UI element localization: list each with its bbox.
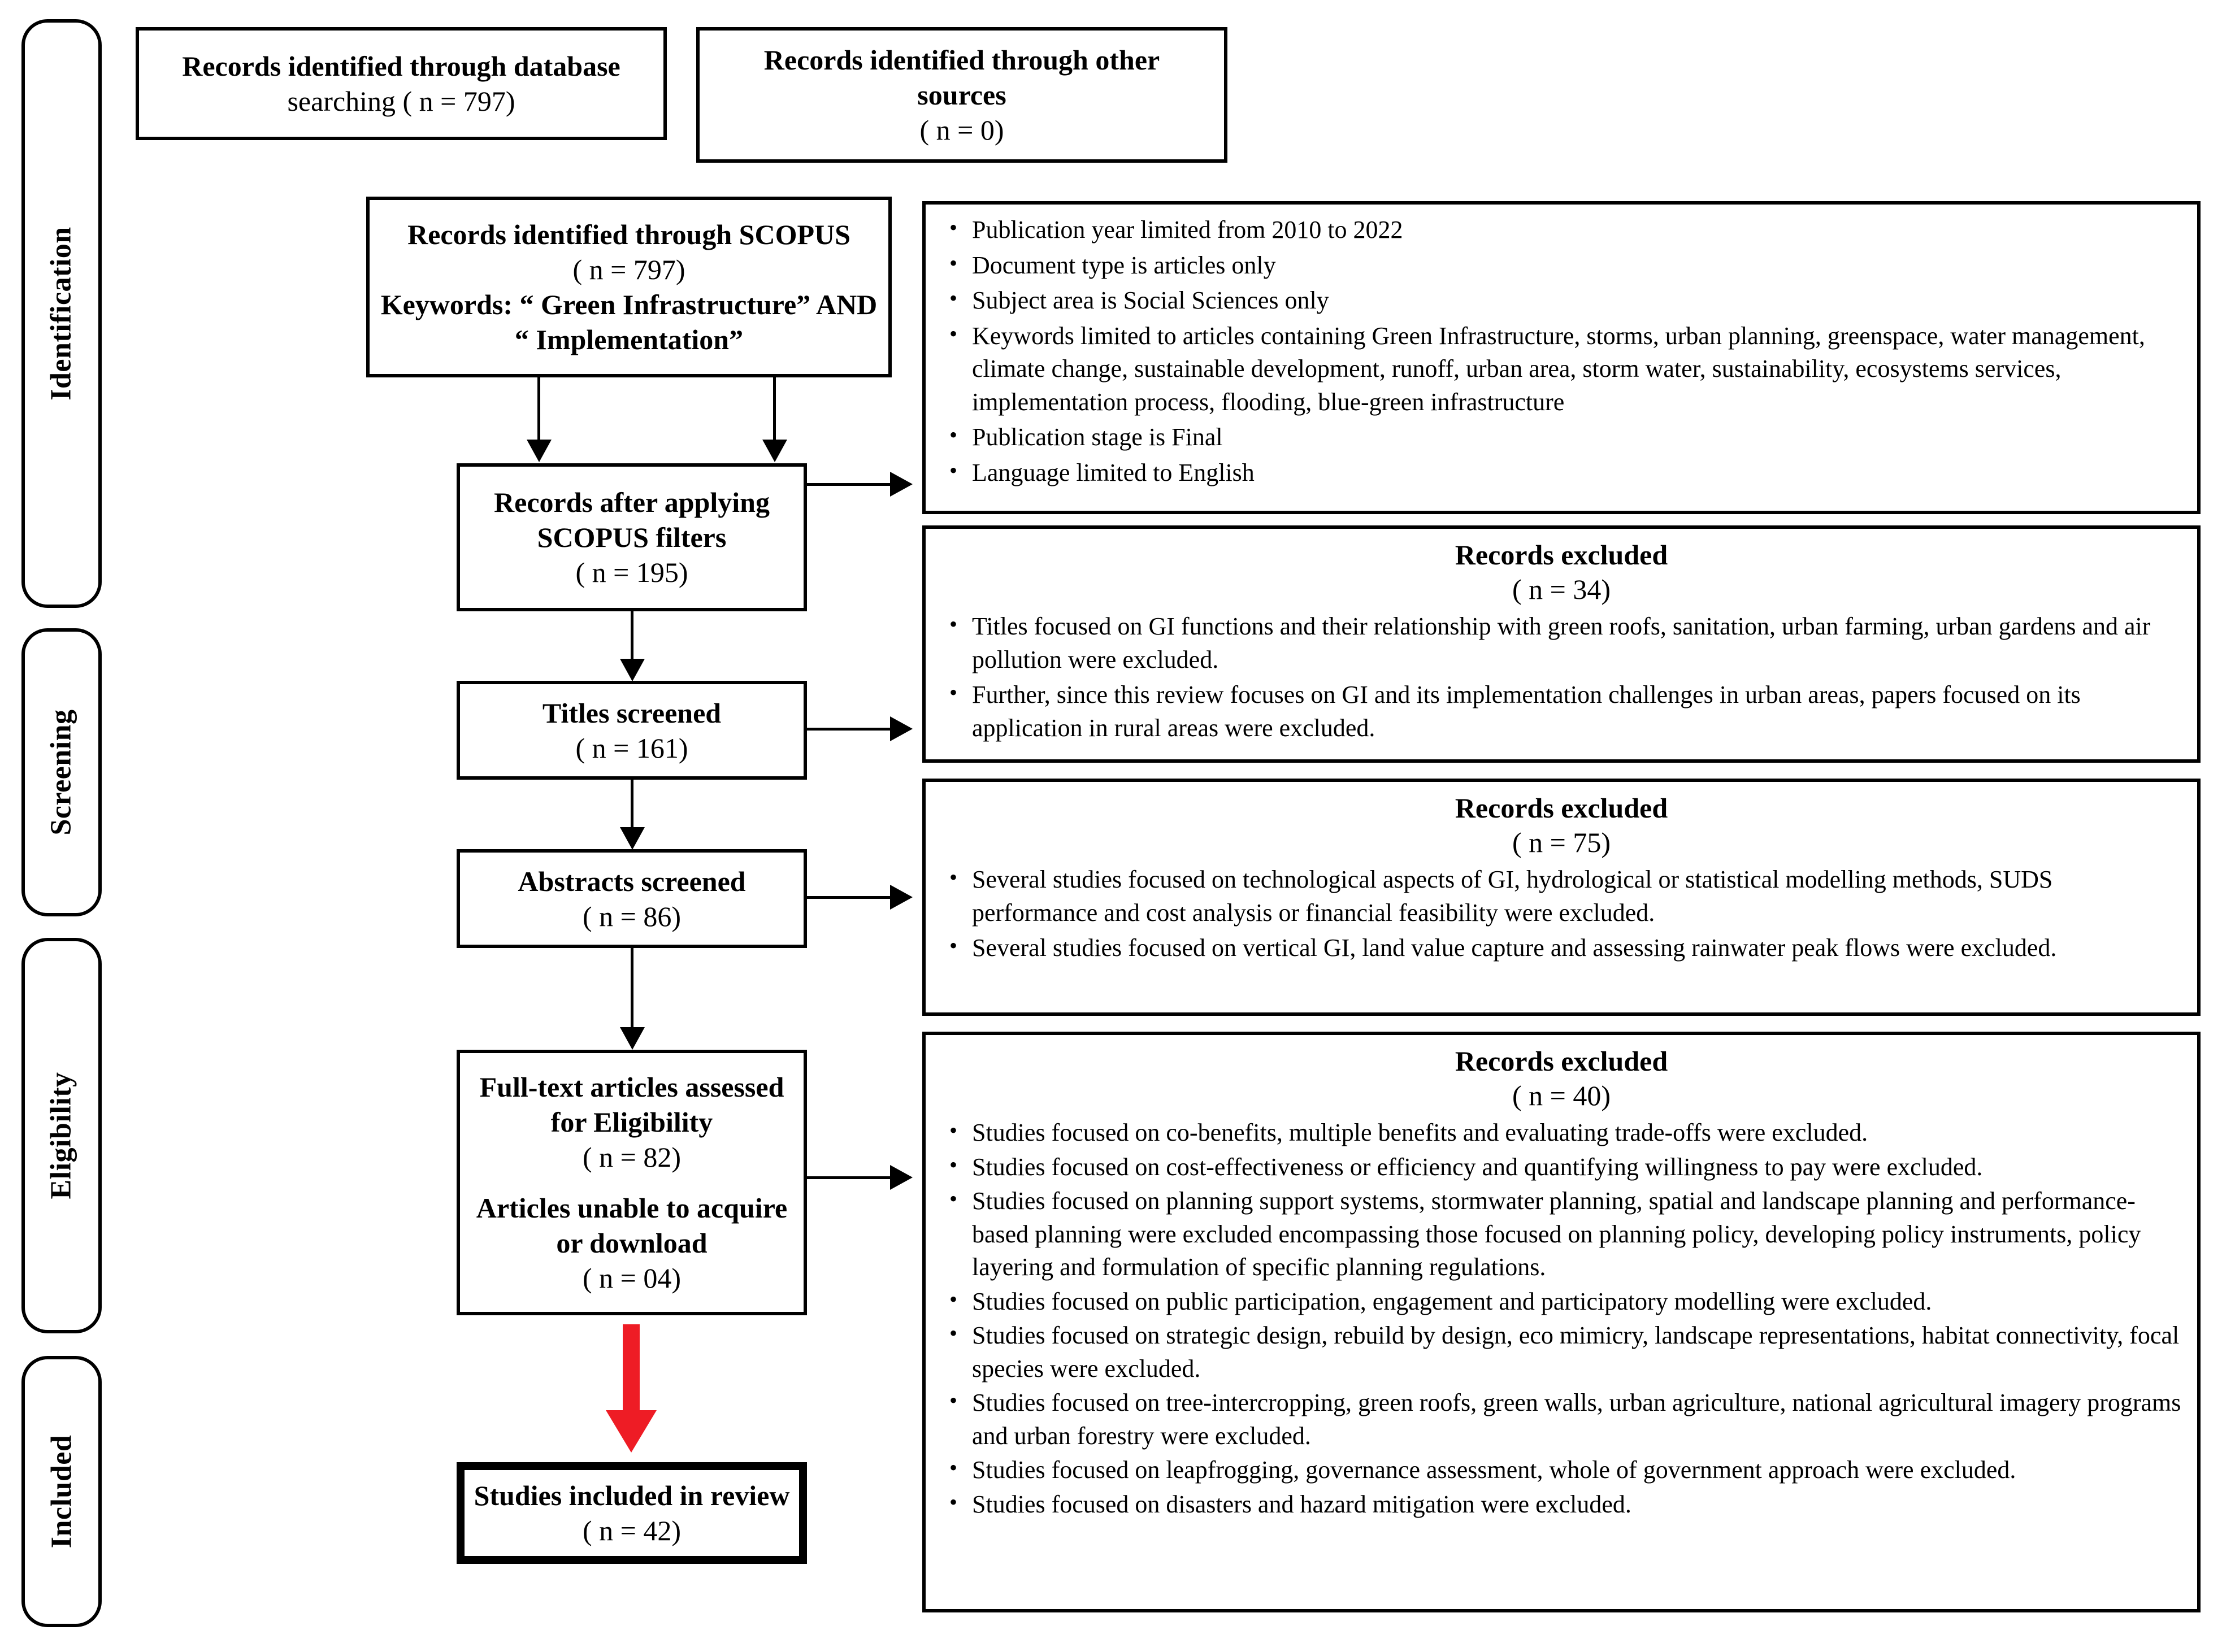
panel-records-excluded-40: Records excluded ( n = 40) Studies focus… bbox=[922, 1032, 2201, 1612]
arrow-to-excluded-40 bbox=[890, 1165, 913, 1190]
box-database-search-line-2: searching ( n = 797) bbox=[287, 85, 515, 117]
box-fulltext-line-6: ( n = 04) bbox=[583, 1262, 681, 1294]
box-other-sources: Records identified through other sources… bbox=[696, 27, 1227, 163]
list-item: Studies focused on cost-effectiveness or… bbox=[949, 1150, 2182, 1184]
list-item: Publication year limited from 2010 to 20… bbox=[949, 212, 2182, 247]
box-scopus-line-4: “ Implementation” bbox=[514, 324, 744, 355]
red-arrow-head bbox=[606, 1410, 657, 1453]
box-database-search: Records identified through database sear… bbox=[136, 27, 667, 140]
list-item: Keywords limited to articles containing … bbox=[949, 319, 2182, 419]
list-item: Studies focused on planning support syst… bbox=[949, 1184, 2182, 1284]
arrow-to-filters-panel bbox=[890, 472, 913, 497]
arrow-to-excluded-75 bbox=[890, 885, 913, 910]
phase-label-screening: Screening bbox=[45, 709, 77, 836]
box-fulltext-line-5: or download bbox=[556, 1227, 708, 1259]
arrow-to-fulltext bbox=[620, 1027, 645, 1050]
box-studies-included: Studies included in review ( n = 42) bbox=[457, 1462, 807, 1564]
connector-filters-arrow-stem bbox=[807, 483, 893, 486]
box-included-line-2: ( n = 42) bbox=[583, 1515, 681, 1546]
box-database-search-line-1: Records identified through database bbox=[182, 50, 620, 82]
list-item: Studies focused on leapfrogging, governa… bbox=[949, 1453, 2182, 1487]
connector-titles-excluded-stem bbox=[807, 728, 893, 731]
panel-excluded-40-title: Records excluded bbox=[1455, 1045, 1668, 1077]
box-after-filters: Records after applying SCOPUS filters ( … bbox=[457, 463, 807, 611]
box-other-sources-line-1: Records identified through other bbox=[763, 44, 1160, 76]
connector-scopus-left-stem bbox=[537, 377, 540, 446]
box-scopus-search: Records identified through SCOPUS ( n = … bbox=[366, 197, 892, 377]
list-item: Further, since this review focuses on GI… bbox=[949, 677, 2182, 745]
phase-label-identification: Identification bbox=[45, 227, 78, 401]
panel-excluded-40-list: Studies focused on co-benefits, multiple… bbox=[940, 1115, 2182, 1521]
connector-filters-to-titles bbox=[631, 611, 633, 667]
box-titles-screened-line-1: Titles screened bbox=[542, 697, 722, 729]
box-included-line-1: Studies included in review bbox=[474, 1480, 790, 1511]
box-other-sources-line-3: ( n = 0) bbox=[919, 114, 1004, 146]
panel-excluded-75-list: Several studies focused on technological… bbox=[940, 862, 2182, 965]
panel-excluded-34-count: ( n = 34) bbox=[1512, 573, 1611, 605]
phase-bracket-eligibility: Eligibility bbox=[21, 938, 102, 1333]
panel-excluded-75-count: ( n = 75) bbox=[1512, 827, 1611, 858]
box-scopus-line-2: ( n = 797) bbox=[572, 254, 685, 285]
list-item: Subject area is Social Sciences only bbox=[949, 283, 2182, 318]
phase-label-included: Included bbox=[45, 1434, 77, 1549]
box-titles-screened-line-2: ( n = 161) bbox=[575, 732, 688, 764]
arrow-scopus-left bbox=[527, 440, 552, 462]
box-fulltext-assessed: Full-text articles assessed for Eligibil… bbox=[457, 1050, 807, 1315]
list-item: Studies focused on disasters and hazard … bbox=[949, 1487, 2182, 1521]
box-abstracts-screened-line-1: Abstracts screened bbox=[518, 865, 746, 897]
panel-records-excluded-34: Records excluded ( n = 34) Titles focuse… bbox=[922, 525, 2201, 763]
panel-scopus-filters-list: Publication year limited from 2010 to 20… bbox=[940, 212, 2182, 490]
box-fulltext-line-2: for Eligibility bbox=[550, 1106, 713, 1138]
box-titles-screened: Titles screened ( n = 161) bbox=[457, 681, 807, 780]
box-fulltext-line-4: Articles unable to acquire bbox=[476, 1192, 788, 1224]
phase-bracket-identification: Identification bbox=[21, 19, 102, 608]
panel-excluded-34-title: Records excluded bbox=[1455, 539, 1668, 571]
connector-abstracts-to-fulltext bbox=[631, 948, 633, 1033]
panel-excluded-40-count: ( n = 40) bbox=[1512, 1080, 1611, 1111]
box-abstracts-screened: Abstracts screened ( n = 86) bbox=[457, 849, 807, 948]
list-item: Studies focused on strategic design, reb… bbox=[949, 1318, 2182, 1385]
list-item: Studies focused on tree-intercropping, g… bbox=[949, 1385, 2182, 1453]
red-arrow-stem bbox=[623, 1324, 640, 1415]
panel-scopus-filters: Publication year limited from 2010 to 20… bbox=[922, 201, 2201, 514]
phase-bracket-screening: Screening bbox=[21, 628, 102, 916]
box-other-sources-line-2: sources bbox=[917, 79, 1006, 111]
arrow-to-excluded-34 bbox=[890, 716, 913, 741]
box-after-filters-line-1: Records after applying bbox=[494, 486, 770, 518]
box-abstracts-screened-line-2: ( n = 86) bbox=[583, 900, 681, 932]
panel-excluded-75-title: Records excluded bbox=[1455, 792, 1668, 824]
box-scopus-line-3: Keywords: “ Green Infrastructure” AND bbox=[380, 289, 878, 320]
list-item: Document type is articles only bbox=[949, 248, 2182, 282]
box-fulltext-line-1: Full-text articles assessed bbox=[479, 1071, 784, 1103]
panel-excluded-34-list: Titles focused on GI functions and their… bbox=[940, 609, 2182, 745]
arrow-to-titles-screened bbox=[620, 659, 645, 681]
connector-scopus-right-stem bbox=[773, 377, 776, 446]
phase-label-eligibility: Eligibility bbox=[45, 1072, 78, 1199]
list-item: Publication stage is Final bbox=[949, 420, 2182, 454]
box-fulltext-line-3: ( n = 82) bbox=[583, 1141, 681, 1173]
panel-records-excluded-75: Records excluded ( n = 75) Several studi… bbox=[922, 779, 2201, 1016]
phase-bracket-included: Included bbox=[21, 1356, 102, 1627]
list-item: Studies focused on co-benefits, multiple… bbox=[949, 1115, 2182, 1150]
box-after-filters-line-3: ( n = 195) bbox=[575, 557, 688, 588]
list-item: Several studies focused on vertical GI, … bbox=[949, 931, 2182, 965]
arrow-to-abstracts-screened bbox=[620, 827, 645, 850]
box-after-filters-line-2: SCOPUS filters bbox=[537, 521, 727, 553]
list-item: Several studies focused on technological… bbox=[949, 862, 2182, 929]
list-item: Language limited to English bbox=[949, 455, 2182, 490]
connector-titles-to-abstracts bbox=[631, 780, 633, 835]
connector-abstracts-excluded-stem bbox=[807, 896, 893, 899]
arrow-scopus-right bbox=[762, 440, 787, 462]
connector-fulltext-excluded-stem bbox=[807, 1176, 893, 1179]
list-item: Titles focused on GI functions and their… bbox=[949, 609, 2182, 676]
list-item: Studies focused on public participation,… bbox=[949, 1284, 2182, 1319]
box-scopus-line-1: Records identified through SCOPUS bbox=[407, 219, 850, 250]
